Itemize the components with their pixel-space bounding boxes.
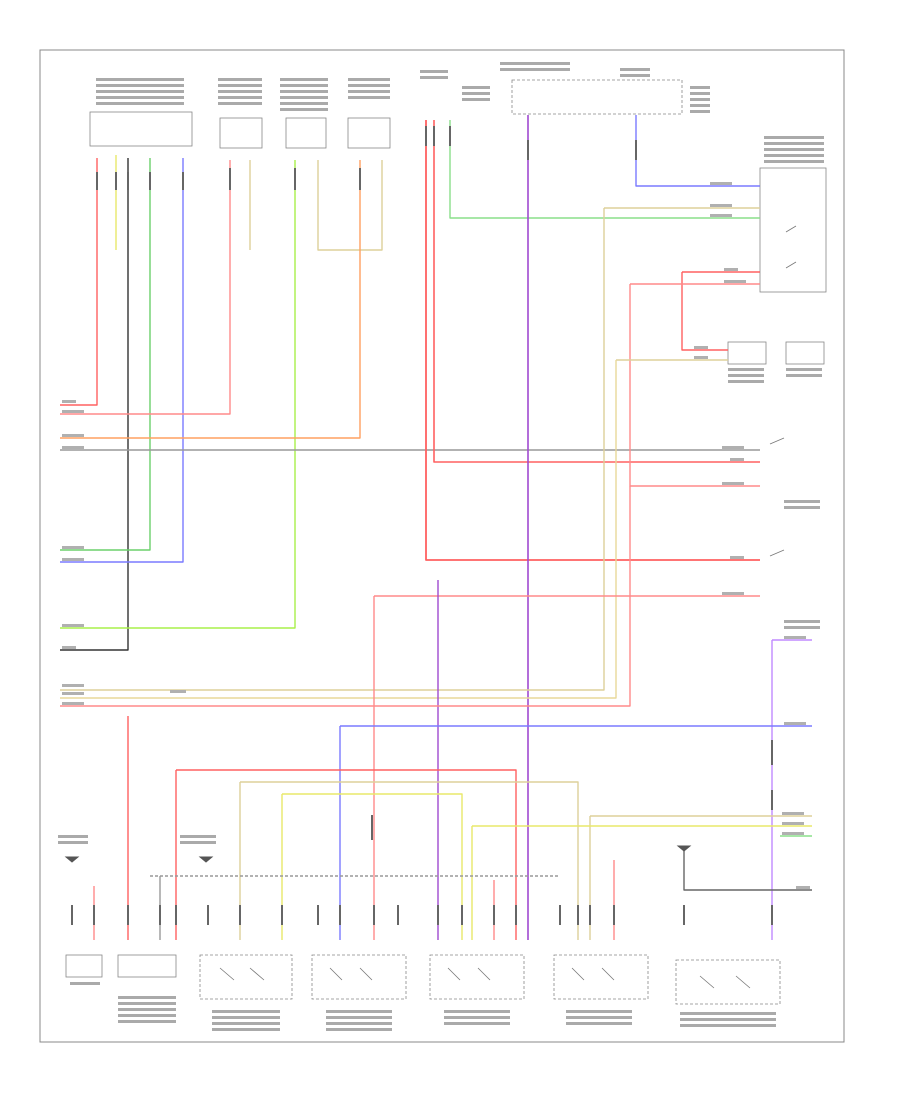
bottom-comp-6	[553, 954, 649, 1000]
wire-red-loop	[681, 272, 728, 351]
bottom-comp-4	[311, 954, 407, 1000]
bottom-comp-7	[675, 959, 781, 1005]
wire-labels	[62, 182, 810, 889]
top-labels	[96, 62, 824, 629]
wire-green	[60, 158, 151, 551]
top-module-3	[285, 117, 327, 149]
wire-red-center-1	[425, 120, 760, 561]
wire-junction-right	[635, 115, 760, 187]
bottom-components	[65, 954, 781, 1005]
top-module-2	[219, 117, 263, 149]
bottom-comp-1	[65, 954, 103, 978]
bottom-comp-5	[429, 954, 525, 1000]
wire-red-left	[60, 158, 98, 406]
top-module-4	[347, 117, 391, 149]
wire-lime	[60, 160, 296, 629]
switch-symbols	[219, 225, 797, 989]
wire-red-mid-2	[176, 769, 517, 940]
ground-symbol-3	[676, 845, 692, 852]
wire-green-center	[449, 120, 760, 219]
diagram-frame	[39, 49, 845, 1043]
top-components	[89, 79, 827, 365]
wire-orange	[60, 160, 361, 439]
right-relay-box	[759, 167, 827, 293]
wire-yellow-mid	[282, 793, 463, 940]
relay-small-2	[785, 341, 825, 365]
wire-tan-right-down	[60, 208, 605, 691]
wire-pink-bottom	[60, 486, 631, 707]
wire-black-left	[60, 158, 129, 651]
wires	[60, 115, 812, 940]
top-junction-box	[511, 79, 683, 115]
bottom-comp-2	[117, 954, 177, 978]
wire-tan-mid	[240, 781, 579, 940]
wire-tan-m3	[317, 160, 383, 251]
wire-tan-relay2-down	[60, 360, 617, 699]
wire-pink-relay-down	[629, 284, 760, 487]
relay-small-1	[727, 341, 767, 365]
wire-red-center-2	[433, 120, 760, 463]
ground-symbol-2	[198, 856, 214, 863]
bottom-comp-3	[199, 954, 293, 1000]
wire-pink-m2	[60, 160, 231, 415]
top-module-left	[89, 111, 193, 147]
ground-symbols	[64, 845, 692, 863]
ground-symbol-1	[64, 856, 80, 863]
wire-ground-br	[683, 850, 812, 891]
wire-blue-left	[60, 158, 184, 563]
bottom-labels	[58, 835, 776, 1031]
connector-stubs	[71, 126, 773, 925]
